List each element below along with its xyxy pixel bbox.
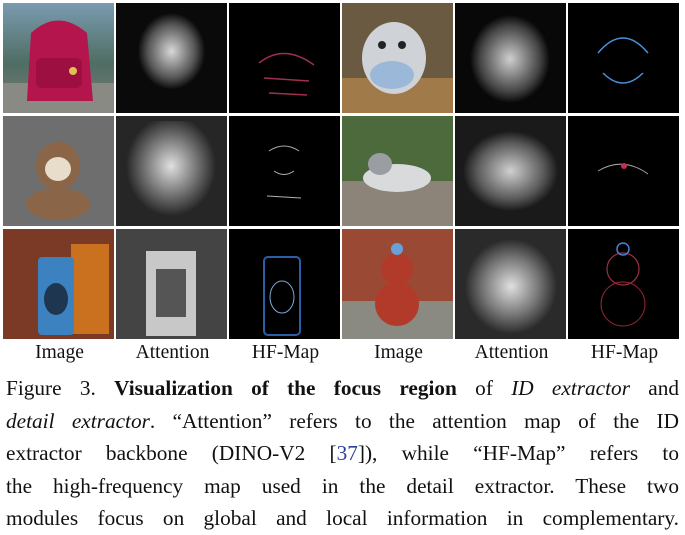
hf-map bbox=[229, 3, 340, 113]
attention-map bbox=[455, 116, 566, 226]
column-label: HF-Map bbox=[251, 342, 320, 363]
hf-map bbox=[568, 116, 679, 226]
caption-line: detail extractor. “Attention” refers to … bbox=[6, 408, 680, 433]
caption-line: modules focus on global and local inform… bbox=[6, 506, 679, 530]
attention-map bbox=[455, 229, 566, 339]
column-label: HF-Map bbox=[590, 342, 659, 363]
caption-line: extractor backbone (DINO-V2 [37]), while… bbox=[6, 441, 679, 465]
image-red-backpack bbox=[3, 3, 114, 113]
figure-grid bbox=[3, 3, 682, 339]
caption-line: Figure 3. Visualization of the focus reg… bbox=[6, 376, 679, 400]
image-beer-can bbox=[3, 229, 114, 339]
caption-title: Visualization of the focus region bbox=[114, 376, 457, 400]
caption-line: the high-frequency map used in the detai… bbox=[6, 473, 679, 498]
image-husky-plush bbox=[342, 116, 453, 226]
attention-map bbox=[116, 229, 227, 339]
image-teddy-bear bbox=[342, 229, 453, 339]
image-sloth-plush bbox=[3, 116, 114, 226]
attention-map bbox=[455, 3, 566, 113]
hf-map bbox=[229, 229, 340, 339]
figure-caption: Figure 3. Visualization of the focus reg… bbox=[6, 372, 679, 535]
figure-number: Figure 3. bbox=[6, 376, 96, 400]
hf-map bbox=[229, 116, 340, 226]
term-id-extractor: ID extractor bbox=[511, 376, 630, 400]
column-label: Image bbox=[35, 342, 84, 363]
column-labels: Image Attention HF-Map Image Attention H… bbox=[3, 341, 682, 365]
column-label: Attention bbox=[474, 342, 549, 363]
term-detail-extractor: detail extractor bbox=[6, 408, 150, 433]
column-label: Attention bbox=[135, 342, 210, 363]
attention-map bbox=[116, 3, 227, 113]
attention-map bbox=[116, 116, 227, 226]
image-dog-backpack bbox=[342, 3, 453, 113]
column-label: Image bbox=[374, 342, 423, 363]
hf-map bbox=[568, 3, 679, 113]
citation-link[interactable]: 37 bbox=[336, 441, 358, 465]
hf-map bbox=[568, 229, 679, 339]
